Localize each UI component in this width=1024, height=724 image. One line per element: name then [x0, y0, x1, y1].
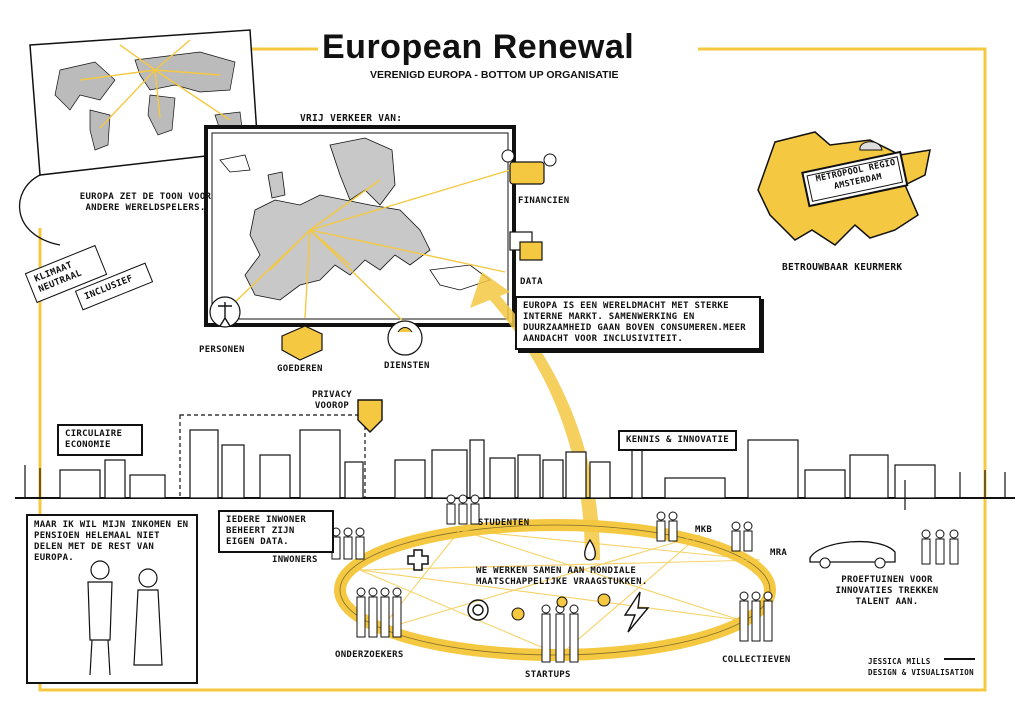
- plus-icon: [407, 549, 429, 571]
- drop-icon: [584, 538, 596, 561]
- node-collectieven: COLLECTIEVEN: [722, 655, 791, 665]
- shield-icon: [357, 399, 383, 433]
- couple-figures: [87, 560, 163, 676]
- ecosystem-loop: [334, 519, 776, 661]
- flow-label-personen: PERSONEN: [199, 345, 245, 355]
- node-mra: MRA: [770, 548, 788, 558]
- bulb-icons: [511, 593, 611, 621]
- credit-author: JESSICA MILLS: [868, 657, 931, 666]
- data-screens-icon: [509, 231, 543, 261]
- node-onderzoekers: ONDERZOEKERS: [335, 650, 404, 660]
- testbeds-note: PROEFTUINEN VOOR INNOVATIES TREKKEN TALE…: [835, 575, 939, 607]
- circular-economy-label: CIRCULAIRE ECONOMIE: [57, 424, 143, 456]
- node-studenten: STUDENTEN: [478, 518, 530, 528]
- handshake-icon: [387, 320, 423, 356]
- europe-map: [204, 125, 516, 329]
- region-caption: BETROUWBAAR KEURMERK: [782, 262, 903, 273]
- credit-role: DESIGN & VISUALISATION: [868, 668, 974, 677]
- person-icon: [209, 296, 241, 328]
- box-icon: [281, 325, 323, 361]
- europe-map-heading: VRIJ VERKEER VAN:: [300, 113, 403, 124]
- people-groups: [331, 494, 959, 663]
- data-ownership-note: IEDERE INWONER BEHEERT ZIJN EIGEN DATA.: [218, 510, 334, 553]
- node-mkb: MKB: [695, 525, 713, 535]
- loop-center-note: WE WERKEN SAMEN AAN MONDIALE MAATSCHAPPE…: [476, 566, 648, 587]
- flow-label-data: DATA: [520, 277, 543, 287]
- hydrogen-car-icon: [809, 540, 896, 569]
- node-startups: STARTUPS: [525, 670, 571, 680]
- wind-turbines: [24, 465, 1006, 510]
- node-inwoners: INWONERS: [272, 555, 318, 565]
- target-icon: [467, 599, 489, 621]
- page-title: European Renewal: [322, 28, 635, 66]
- city-skyline: [15, 414, 1015, 499]
- privacy-label: PRIVACY VOOROP: [311, 390, 353, 411]
- flow-label-goederen: GOEDEREN: [277, 364, 323, 374]
- world-map-card: [18, 29, 259, 246]
- card-icon: [501, 149, 557, 185]
- europe-statement: EUROPA IS EEN WERELDMACHT MET STERKE INT…: [515, 296, 761, 350]
- quote-text: MAAR IK WIL MIJN INKOMEN EN PENSIOEN HEL…: [34, 520, 189, 563]
- region-sign-board: [801, 150, 909, 208]
- page-subtitle: VERENIGD EUROPA - BOTTOM UP ORGANISATIE: [370, 69, 619, 81]
- lightning-icon: [623, 591, 650, 633]
- flow-label-financien: FINANCIEN: [518, 196, 570, 206]
- knowledge-label: KENNIS & INNOVATIE: [618, 430, 737, 451]
- world-note: EUROPA ZET DE TOON VOOR ANDERE WERELDSPE…: [79, 192, 212, 213]
- flow-label-diensten: DIENSTEN: [384, 361, 430, 371]
